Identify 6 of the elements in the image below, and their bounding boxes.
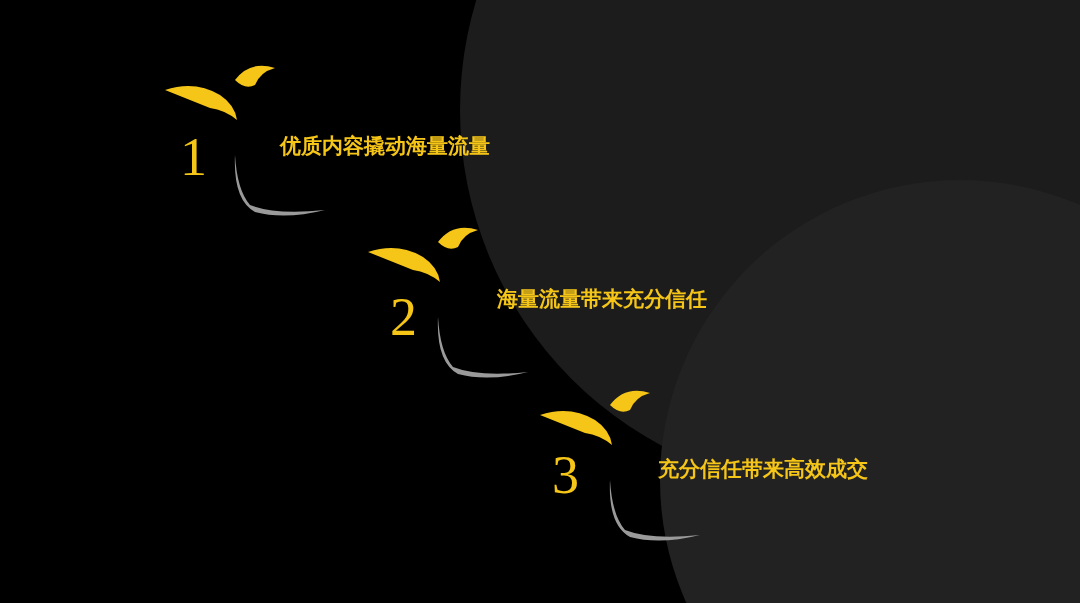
step-number: 2 — [390, 290, 417, 344]
step-text: 充分信任带来高效成交 — [658, 458, 868, 479]
step-text: 优质内容撬动海量流量 — [280, 135, 490, 156]
step-text: 海量流量带来充分信任 — [497, 288, 707, 309]
step-number: 1 — [180, 130, 207, 184]
step-number: 3 — [552, 448, 579, 502]
